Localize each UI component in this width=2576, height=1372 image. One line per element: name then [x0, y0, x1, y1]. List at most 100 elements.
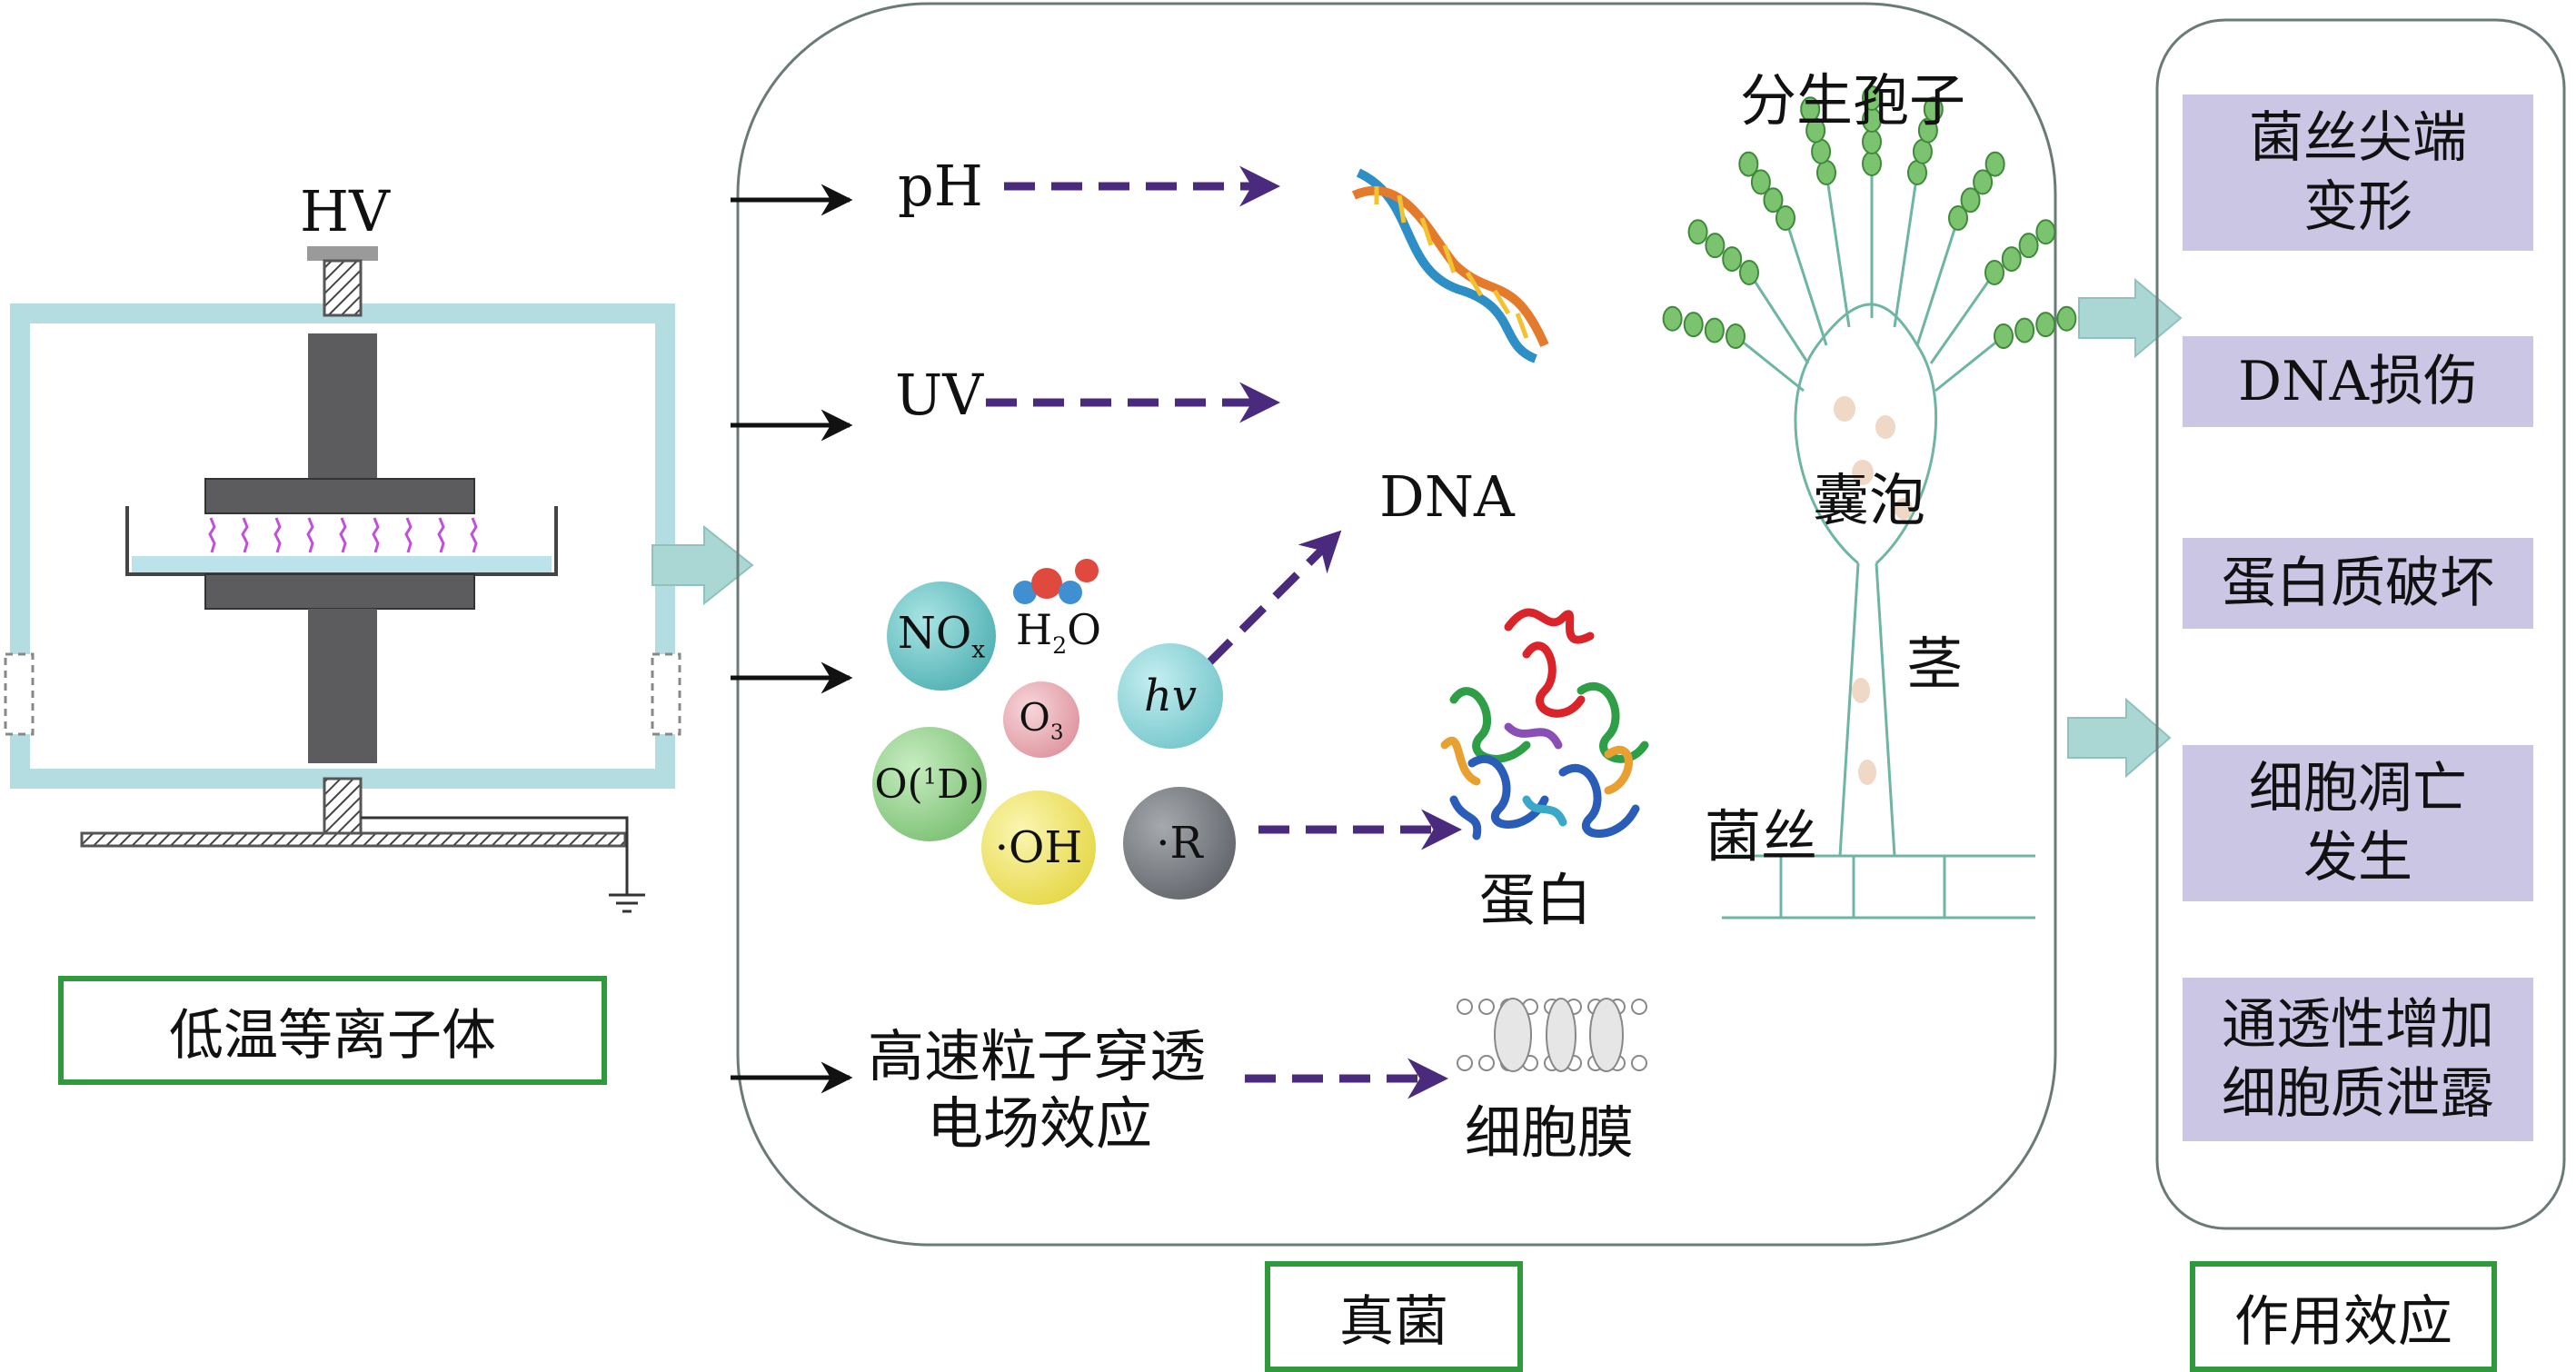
- effect-line: DNA损伤: [2238, 350, 2478, 413]
- effect-line: 发生: [2303, 826, 2412, 890]
- spore: [1738, 151, 1759, 177]
- conidia-spores: [1662, 85, 2077, 349]
- spore: [1739, 260, 1759, 285]
- oh-sphere: ·OH: [981, 790, 1096, 905]
- hv-sphere: hv: [1118, 643, 1223, 749]
- electric-field-effect-label: 电场效应: [927, 1090, 1153, 1157]
- dashed-arrow-hv-dna: [1205, 530, 1342, 667]
- plasma-discharge: [208, 517, 478, 553]
- effect-line: 蛋白质破坏: [2222, 552, 2494, 615]
- spore: [2035, 219, 2056, 245]
- effect-protein-destruction: 蛋白质破坏: [2183, 538, 2533, 629]
- spore: [1994, 323, 2014, 349]
- spore: [1984, 260, 2004, 285]
- hyphae-label: 菌丝: [1705, 803, 1818, 870]
- device-caption: 低温等离子体: [58, 976, 607, 1085]
- o3-sphere: O3: [1003, 681, 1079, 758]
- spore: [1726, 323, 1746, 349]
- gas-port-right: [651, 652, 681, 736]
- o3-label: O3: [1019, 694, 1064, 745]
- membrane-target-label: 细胞膜: [1465, 1099, 1635, 1166]
- hv-label: HV: [300, 178, 390, 244]
- uv-label: UV: [895, 362, 984, 428]
- ph-label: pH: [898, 153, 983, 219]
- spore: [1923, 96, 1944, 123]
- spore: [1750, 169, 1771, 195]
- effect-line: 变形: [2303, 175, 2412, 239]
- effect-line: 细胞质泄露: [2222, 1062, 2494, 1126]
- h2o-label: H2O: [1016, 605, 1101, 660]
- hv-photon-label: hv: [1143, 671, 1198, 721]
- spore: [2018, 233, 2039, 259]
- spore: [1907, 160, 1927, 185]
- hv-terminal-cap: [307, 246, 378, 261]
- fungus-panel-frame: [736, 2, 2057, 1247]
- stalk-label: 茎: [1906, 631, 1964, 697]
- spore: [1960, 187, 1981, 214]
- block-arrow-device-to-fungus: [651, 524, 754, 606]
- upper-electrode-rod: [308, 333, 377, 479]
- effects-caption: 作用效应: [2190, 1261, 2497, 1372]
- spore: [1763, 187, 1784, 214]
- spore: [1687, 219, 1708, 245]
- gas-port-left: [4, 652, 35, 736]
- h2o-molecule-icon: [1013, 559, 1099, 604]
- spore: [1800, 96, 1821, 123]
- hyphae-outline: [1722, 854, 2035, 920]
- effects-panel-frame: [2155, 18, 2566, 1230]
- effect-dna-damage: DNA损伤: [2183, 336, 2533, 427]
- phialides: [1735, 164, 2004, 393]
- base-plate: [80, 831, 627, 848]
- r-sphere: ·R: [1123, 787, 1236, 900]
- spore: [1912, 138, 1933, 164]
- protein-target-label: 蛋白: [1479, 867, 1593, 933]
- fungus-caption: 真菌: [1265, 1261, 1523, 1372]
- protein-structure-image: [1440, 608, 1649, 840]
- fungus-conidiophore-image: [1722, 164, 2035, 920]
- stalk-outline: [1838, 562, 1896, 857]
- particle-penetration-label: 高速粒子穿透: [868, 1023, 1207, 1089]
- oh-label: ·OH: [994, 822, 1083, 873]
- spore: [1862, 85, 1882, 111]
- spore: [1862, 151, 1882, 176]
- o1d-label: O(1D): [874, 761, 985, 808]
- ground-symbol: [609, 893, 645, 913]
- spore: [1705, 233, 1726, 259]
- nox-label: NOx: [897, 608, 986, 664]
- hv-insulator: [323, 259, 363, 317]
- spore: [1722, 246, 1743, 273]
- effect-permeability-leakage: 通透性增加 细胞质泄露: [2183, 978, 2533, 1141]
- upper-electrode-plate: [204, 478, 475, 514]
- spore: [1775, 205, 1795, 231]
- effect-line: 菌丝尖端: [2249, 106, 2467, 170]
- effect-apoptosis: 细胞凋亡 发生: [2183, 745, 2533, 901]
- dna-target-label: DNA: [1379, 463, 1515, 530]
- vesicle-nuclei: [1834, 396, 1913, 785]
- effect-line: 通透性增加: [2222, 993, 2494, 1057]
- spore: [1704, 317, 1725, 343]
- ground-wire: [361, 816, 629, 895]
- dna-helix-image: [1351, 168, 1549, 363]
- spore: [2035, 312, 2056, 338]
- spore: [2014, 317, 2035, 343]
- effect-line: 细胞凋亡: [2249, 757, 2467, 820]
- cell-membrane-image: [1457, 998, 1647, 1072]
- lower-electrode-rod: [308, 609, 377, 763]
- block-arrow-fungus-to-effects-upper: [2078, 277, 2183, 359]
- effect-hyphal-tip-deformation: 菌丝尖端 变形: [2183, 94, 2533, 251]
- plasma-device: [4, 246, 681, 913]
- r-label: ·R: [1156, 818, 1203, 869]
- spore: [1816, 160, 1836, 185]
- spore: [1683, 312, 1704, 338]
- ground-insulator: [323, 777, 363, 835]
- spore: [1973, 169, 1994, 195]
- input-arrows: [731, 184, 853, 1094]
- spore: [1662, 305, 1683, 332]
- block-arrow-fungus-to-effects-lower: [2067, 697, 2172, 779]
- sample-liquid: [132, 556, 552, 572]
- spore: [1948, 205, 1968, 231]
- vesicle-label: 囊泡: [1813, 467, 1926, 533]
- spore: [2001, 246, 2022, 273]
- spore: [1984, 151, 2005, 177]
